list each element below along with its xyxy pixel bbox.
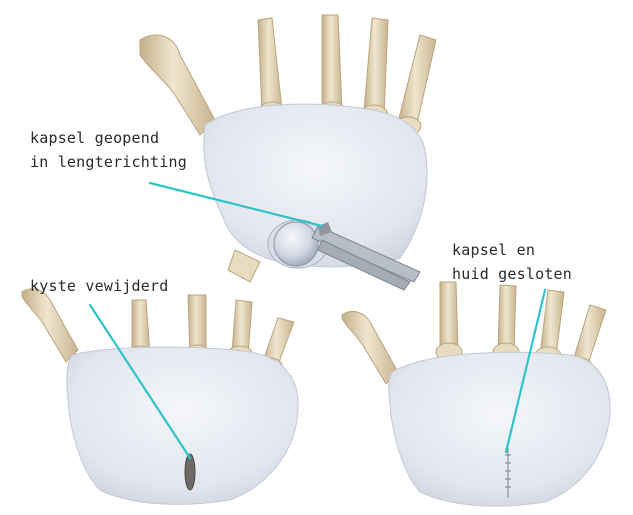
finger-bone-1 bbox=[258, 18, 282, 112]
ganglion-cyst bbox=[274, 222, 318, 266]
label-capsule-closed-line-2: huid gesloten bbox=[452, 262, 572, 286]
label-capsule-opened-line-1: kapsel geopend bbox=[30, 126, 187, 150]
wrist-illustration-right bbox=[342, 282, 610, 506]
finger-bone-2 bbox=[322, 15, 342, 112]
finger-bone-4 bbox=[398, 35, 436, 128]
hand-skin-left bbox=[67, 347, 298, 504]
thumb-bone bbox=[140, 35, 215, 135]
label-cyst-removed: kyste vewijderd bbox=[30, 274, 168, 298]
label-capsule-closed-line-1: kapsel en bbox=[452, 238, 572, 262]
label-cyst-removed-line-1: kyste vewijderd bbox=[30, 274, 168, 298]
label-capsule-opened-line-2: in lengterichting bbox=[30, 150, 187, 174]
finger-bone-3 bbox=[364, 18, 388, 115]
hand-skin-right bbox=[389, 352, 611, 506]
wrist-illustration-left bbox=[22, 289, 298, 505]
incision-left bbox=[185, 454, 195, 490]
